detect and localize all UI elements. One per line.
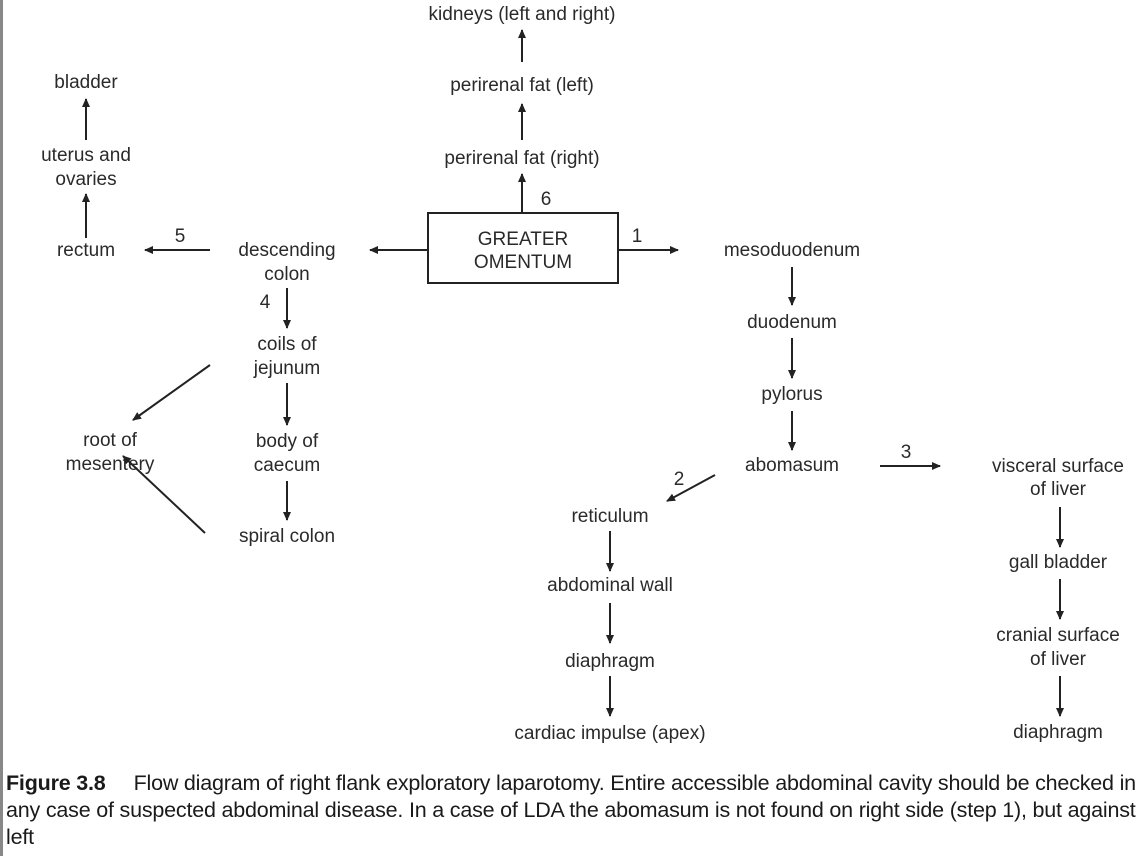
node-perirenal-left: perirenal fat (left) xyxy=(450,75,594,96)
greater-omentum-line2: OMENTUM xyxy=(474,252,572,273)
node-diaphragm-mid: diaphragm xyxy=(565,651,655,672)
step-6-label: 6 xyxy=(541,189,552,210)
step-4-label: 4 xyxy=(260,292,271,313)
node-body-caecum-line2: caecum xyxy=(254,455,321,476)
node-uterus-line2: ovaries xyxy=(55,169,116,190)
node-abdominal-wall: abdominal wall xyxy=(547,575,673,596)
page-edge xyxy=(0,0,3,856)
figure-label: Figure 3.8 xyxy=(6,771,106,795)
node-coils-line1: coils of xyxy=(257,334,317,355)
node-gall-bladder: gall bladder xyxy=(1009,552,1108,573)
node-coils-line2: jejunum xyxy=(253,358,321,379)
node-spiral-colon: spiral colon xyxy=(239,526,335,547)
node-abomasum: abomasum xyxy=(745,455,839,476)
node-rectum: rectum xyxy=(57,240,115,261)
step-2-label: 2 xyxy=(674,469,685,490)
node-cranial-surface-line1: cranial surface xyxy=(996,625,1120,646)
node-descending-colon-line1: descending xyxy=(238,240,335,261)
caption-text: Flow diagram of right flank exploratory … xyxy=(6,771,1136,849)
step-5-label: 5 xyxy=(175,226,186,247)
node-pylorus: pylorus xyxy=(761,384,822,405)
node-uterus-line1: uterus and xyxy=(41,145,131,166)
step-3-label: 3 xyxy=(901,442,912,463)
arrow-step-2 xyxy=(666,474,716,502)
greater-omentum-box xyxy=(427,212,619,284)
node-cranial-surface-line2: of liver xyxy=(1030,649,1087,670)
node-root-line2: mesentery xyxy=(66,454,155,475)
step-1-label: 1 xyxy=(632,226,643,247)
greater-omentum-line1: GREATER xyxy=(478,229,568,250)
node-reticulum: reticulum xyxy=(571,506,648,527)
node-bladder: bladder xyxy=(54,72,118,93)
node-perirenal-right: perirenal fat (right) xyxy=(444,148,599,169)
node-body-caecum-line1: body of xyxy=(256,431,319,452)
node-cardiac-impulse: cardiac impulse (apex) xyxy=(514,723,705,744)
node-mesoduodenum: mesoduodenum xyxy=(724,240,860,261)
node-diaphragm-right: diaphragm xyxy=(1013,722,1103,743)
node-visceral-surface-line1: visceral surface xyxy=(992,456,1124,477)
node-visceral-surface-line2: of liver xyxy=(1030,479,1087,500)
arrow-to-root xyxy=(122,455,206,534)
node-descending-colon-line2: colon xyxy=(264,264,309,285)
node-kidneys: kidneys (left and right) xyxy=(429,4,616,25)
node-root-line1: root of xyxy=(83,430,138,451)
flow-diagram: GREATER OMENTUM kidneys (left and right)… xyxy=(41,4,1124,744)
node-duodenum: duodenum xyxy=(747,312,837,333)
arrow-to-root xyxy=(132,364,211,421)
